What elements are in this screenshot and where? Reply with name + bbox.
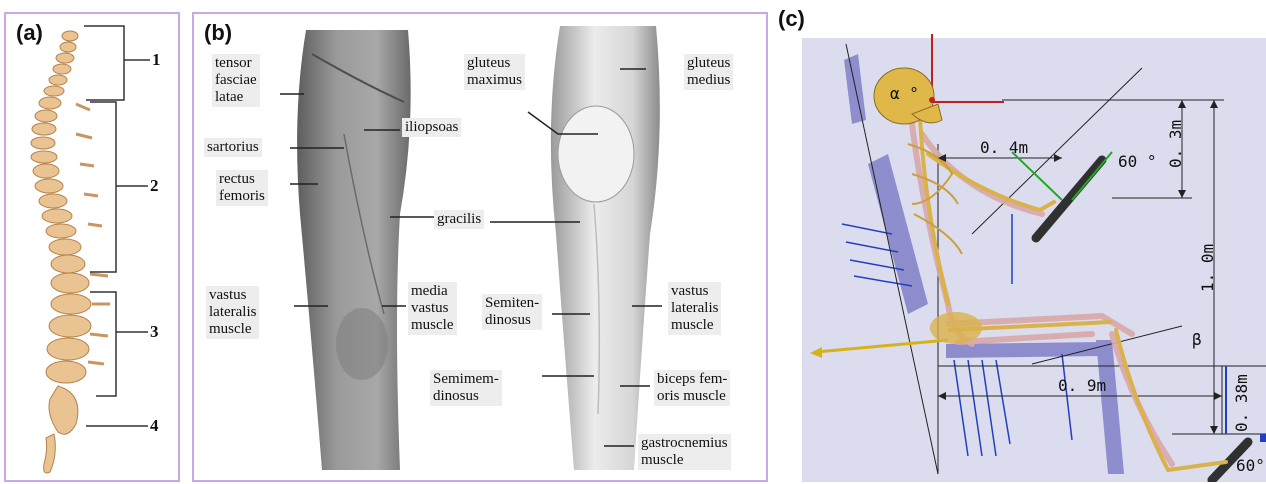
spine-illustration <box>6 14 182 484</box>
label-vastus-lateralis-front: vastus lateralis muscle <box>206 286 259 339</box>
label-rectus-femoris: rectus femoris <box>216 170 268 206</box>
panel-a-spine: (a) <box>4 12 180 482</box>
panel-c-driver-model: (c) <box>772 4 1266 482</box>
label-semimembranosus: Semimem- dinosus <box>430 370 502 406</box>
marker-1: 1 <box>152 50 161 70</box>
label-gluteus-medius: gluteus medius <box>684 54 733 90</box>
angle-60-bottom: 60° <box>1236 456 1265 475</box>
dimension-0-38m: 0. 38m <box>1232 374 1251 432</box>
label-iliopsoas: iliopsoas <box>402 118 461 137</box>
driver-simulation <box>772 4 1266 482</box>
marker-3: 3 <box>150 322 159 342</box>
label-semitendinosus: Semiten- dinosus <box>482 294 542 330</box>
label-tensor-fasciae-latae: tensor fasciae latae <box>212 54 260 107</box>
angle-60-top: 60 ° <box>1118 152 1157 171</box>
panel-b-thigh-muscles: (b) <box>192 12 768 482</box>
label-gastrocnemius: gastrocnemius muscle <box>638 434 731 470</box>
dimension-0-4m: 0. 4m <box>980 138 1028 157</box>
dimension-0-9m: 0. 9m <box>1058 376 1106 395</box>
label-vastus-lateralis-back: vastus lateralis muscle <box>668 282 721 335</box>
spine-column <box>31 31 91 473</box>
front-thigh-shape <box>297 30 411 470</box>
alpha-angle-label: α ° <box>890 84 919 103</box>
label-media-vastus: media vastus muscle <box>408 282 457 335</box>
label-gluteus-maximus: gluteus maximus <box>464 54 525 90</box>
back-thigh-shape <box>551 26 660 470</box>
dimension-0-3m: 0. 3m <box>1166 120 1185 168</box>
beta-angle-label: β <box>1192 330 1202 349</box>
marker-2: 2 <box>150 176 159 196</box>
marker-4: 4 <box>150 416 159 436</box>
dimension-1-0m: 1. 0m <box>1198 244 1217 292</box>
label-biceps-femoris: biceps fem- oris muscle <box>654 370 730 406</box>
label-sartorius: sartorius <box>204 138 262 157</box>
label-gracilis: gracilis <box>434 210 484 229</box>
